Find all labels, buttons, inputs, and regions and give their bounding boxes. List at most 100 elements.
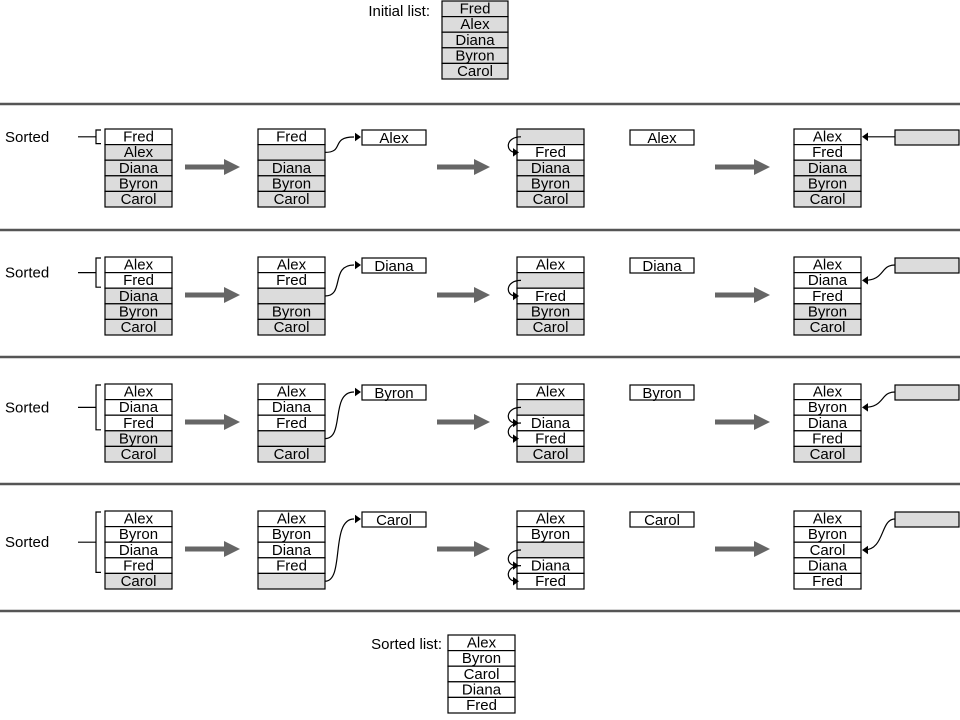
pass-1-step-1-cell-text-4: Carol [274, 319, 310, 336]
pass-3-step-0-cell-4 [104, 572, 173, 590]
sorted-label-1: Sorted [5, 265, 49, 282]
pass-2-held-text-out: Byron [374, 385, 413, 402]
pass-2-arrow-1-head [224, 414, 240, 430]
pass-1-step-0-cell-text-2: Diana [119, 288, 159, 305]
pass-0-step-3-cell-text-3: Byron [808, 175, 847, 192]
pass-2-step-3-cell-text-3: Fred [812, 430, 843, 447]
pass-2-step-2-cell-1 [516, 399, 585, 416]
pass-2-step-2-cell-text-4: Carol [533, 446, 569, 463]
pass-0-step-2-cell-text-2: Diana [531, 160, 571, 177]
pass-0-step-3-cell-text-1: Fred [812, 144, 843, 161]
pass-2-step-3-cell-text-4: Carol [810, 446, 846, 463]
initial-list-cell-text-0: Fred [460, 1, 491, 18]
pass-2-insert-curve [863, 391, 896, 408]
pass-1-arrow-1-head [224, 287, 240, 303]
pass-3-remove-arrowhead [355, 514, 361, 524]
pass-1-step-2-cell-1 [516, 272, 585, 289]
pass-3-arrow-1-head [224, 541, 240, 557]
pass-3-held-box-empty [894, 511, 960, 528]
pass-0-step-2-cell-text-1: Fred [535, 144, 566, 161]
pass-1-step-1-cell-text-1: Fred [276, 272, 307, 289]
sorted-bracket-1 [95, 257, 101, 288]
pass-1-step-0-cell-text-1: Fred [123, 272, 154, 289]
pass-2-step-3-cell-text-2: Diana [808, 415, 848, 432]
sorted-list-cell-text-0: Alex [467, 635, 497, 652]
initial-list-cell-text-1: Alex [460, 16, 490, 33]
pass-0-insert-arrowhead [862, 132, 868, 142]
pass-2-step-1-cell-3 [257, 430, 326, 447]
pass-0-held-box-shift [629, 129, 695, 146]
pass-0-step-0-cell-4 [104, 190, 173, 208]
initial-list-cell-text-4: Carol [457, 63, 493, 80]
sorted-list-cell-text-1: Byron [462, 650, 501, 667]
pass-0-arrow-1-head [224, 159, 240, 175]
pass-0-held-box-empty [894, 129, 960, 146]
pass-3-insert-arrowhead [862, 545, 868, 555]
pass-3-step-3-cell-4 [793, 572, 862, 590]
pass-3-step-3-cell-text-3: Diana [808, 557, 848, 574]
pass-2-step-2-cell-text-0: Alex [536, 384, 566, 401]
pass-3-step-1-cell-text-2: Diana [272, 542, 312, 559]
pass-3-step-0-cell-text-2: Diana [119, 542, 159, 559]
pass-3-step-1-cell-4 [257, 572, 326, 590]
pass-1-insert-arrowhead [862, 276, 868, 285]
pass-0-held-text-out: Alex [379, 130, 409, 147]
pass-0-remove-curve [324, 136, 355, 153]
pass-2-step-0-cell-text-1: Diana [119, 399, 159, 416]
pass-2-step-0-cell-text-4: Carol [121, 446, 157, 463]
pass-3-held-text-out: Carol [376, 512, 412, 529]
pass-3-step-0-cell-text-3: Fred [123, 557, 154, 574]
pass-2-step-1-cell-text-4: Carol [274, 446, 310, 463]
pass-3-step-2-cell-2 [516, 541, 585, 559]
pass-2-step-3-cell-text-1: Byron [808, 399, 847, 416]
pass-0-step-2-cell-4 [516, 190, 585, 208]
initial-list-cell-text-2: Diana [455, 32, 495, 49]
pass-2-remove-curve [324, 391, 355, 440]
pass-1-held-text-shift: Diana [642, 258, 682, 275]
pass-3-arrow-2-head [474, 541, 490, 557]
pass-1-held-box-out [361, 257, 427, 274]
pass-2-step-2-cell-text-3: Fred [535, 430, 566, 447]
pass-2-step-1-cell-text-1: Diana [272, 399, 312, 416]
pass-0-step-2-cell-text-3: Byron [531, 175, 570, 192]
pass-0-step-1-cell-text-0: Fred [276, 129, 307, 146]
pass-1-insert-curve [863, 264, 896, 281]
pass-1-held-text-out: Diana [374, 258, 414, 275]
pass-0-held-text-shift: Alex [647, 130, 677, 147]
pass-2-step-1-cell-text-0: Alex [277, 384, 307, 401]
sorted-label-2: Sorted [5, 399, 49, 416]
pass-2-insert-arrowhead [862, 403, 868, 412]
pass-1-step-3-cell-text-0: Alex [813, 257, 843, 274]
pass-2-step-3-cell-text-0: Alex [813, 384, 843, 401]
pass-3-held-box-out [361, 511, 427, 528]
pass-3-step-1-cell-text-3: Fred [276, 557, 307, 574]
pass-1-shift-arrowhead-2 [513, 291, 519, 301]
pass-3-insert-curve [863, 518, 896, 551]
pass-0-step-0-cell-text-2: Diana [119, 160, 159, 177]
pass-0-step-3-cell-text-0: Alex [813, 129, 843, 146]
pass-0-step-1-cell-1 [257, 144, 326, 161]
pass-3-step-3-cell-text-0: Alex [813, 511, 843, 528]
pass-0-arrow-2-head [474, 159, 490, 175]
pass-0-step-0-cell-text-4: Carol [121, 191, 157, 208]
pass-0-step-2-cell-text-4: Carol [533, 191, 569, 208]
pass-1-step-3-cell-4 [793, 318, 862, 336]
pass-3-shift-arrowhead-3 [513, 561, 519, 570]
pass-3-step-0-cell-text-4: Carol [121, 573, 157, 590]
pass-2-step-3-cell-4 [793, 445, 862, 463]
sorted-list-label: Sorted list: [371, 636, 442, 653]
pass-0-step-1-cell-4 [257, 190, 326, 208]
pass-1-step-1-cell-4 [257, 318, 326, 336]
sorted-label-3: Sorted [5, 534, 49, 551]
pass-2-held-box-empty [894, 384, 960, 401]
sorted-list-cell-text-2: Carol [464, 666, 500, 683]
pass-1-step-1-cell-text-0: Alex [277, 257, 307, 274]
pass-3-remove-curve [324, 518, 355, 582]
pass-1-step-0-cell-text-4: Carol [121, 319, 157, 336]
pass-1-step-3-cell-text-2: Fred [812, 288, 843, 305]
sorted-list-cell-4 [447, 696, 516, 714]
pass-1-step-2-cell-text-3: Byron [531, 303, 570, 320]
pass-0-step-1-cell-text-2: Diana [272, 160, 312, 177]
pass-2-arrow-3-head [754, 414, 770, 430]
